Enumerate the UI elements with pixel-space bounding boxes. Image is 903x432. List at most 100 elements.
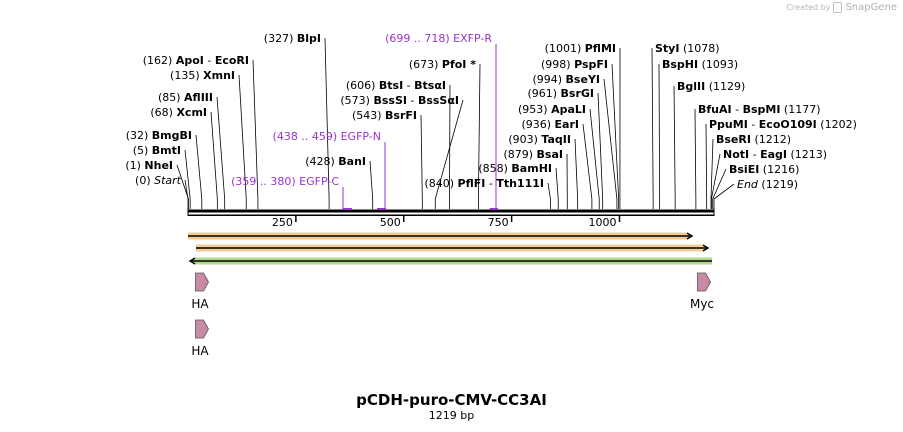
site-label-blpi-part-0: (327): [264, 32, 297, 45]
site-line-bsrfi: [420, 114, 423, 209]
site-label-pspfi-part-0: (998): [541, 58, 574, 71]
site-line-end: [713, 183, 735, 209]
site-label-noti-part-2: EagI: [760, 148, 787, 161]
site-label-bani-part-0: (428): [305, 155, 338, 168]
site-line-xcmi: [210, 111, 218, 209]
site-label-pfoi-part-0: (673): [409, 58, 442, 71]
plasmid-size: 1219 bp: [428, 409, 475, 422]
site-label-bsai: (879) BsaI: [503, 148, 563, 161]
site-label-taqii: (903) TaqII: [508, 133, 571, 146]
credit-brand: SnapGene: [845, 2, 897, 13]
site-line-bsssi: [434, 99, 464, 209]
site-line-bfuai: [694, 108, 697, 209]
site-line-bani: [369, 160, 374, 209]
site-label-bmti-part-1: BmtI: [152, 144, 181, 157]
site-label-afliii-part-1: AflIII: [184, 91, 213, 104]
site-label-bfuai-part-0: BfuAI: [698, 103, 732, 116]
site-label-bsrfi-part-0: (543): [352, 109, 385, 122]
site-label-btsi-part-1: BtsI: [379, 79, 403, 92]
site-line-bmti: [184, 149, 191, 209]
site-label-apoi-part-2: -: [204, 54, 215, 67]
site-label-eari-part-0: (936): [521, 118, 554, 131]
primer-label-exfp-r-part-1: EXFP-R: [453, 32, 492, 45]
site-line-taqii: [574, 138, 579, 209]
site-label-xcmi-part-1: XcmI: [176, 106, 207, 119]
ruler-tick-label-1000: 1000: [589, 216, 617, 229]
site-label-apali-part-1: ApaLI: [551, 103, 586, 116]
site-label-bsssi-part-3: BssSαI: [418, 94, 459, 107]
credit-prefix: Created by: [786, 3, 831, 12]
site-label-noti-part-3: (1213): [787, 148, 827, 161]
primer-label-egfp-c: (359 .. 380) EGFP-C: [231, 175, 339, 188]
site-line-bseri: [710, 138, 714, 209]
site-label-xmni-part-1: XmnI: [203, 69, 235, 82]
site-line-pspfi: [611, 63, 620, 209]
site-label-apoi-part-3: EcoRI: [215, 54, 249, 67]
site-label-ppumi-part-3: (1202): [817, 118, 857, 131]
snapgene-credit: Created by SnapGene: [786, 2, 897, 13]
site-label-apoi-part-1: ApoI: [176, 54, 204, 67]
site-label-bsssi-part-1: BssSI: [373, 94, 407, 107]
site-label-bglii: BglII (1129): [677, 80, 745, 93]
site-label-bseyi: (994) BseYI: [532, 73, 600, 86]
site-label-noti-part-0: NotI: [723, 148, 749, 161]
ruler-tick-label-500: 500: [380, 216, 401, 229]
site-label-bsrgi-part-0: (961): [527, 87, 560, 100]
site-label-afliii: (85) AflIII: [158, 91, 213, 104]
site-label-bseri-part-1: (1212): [751, 133, 791, 146]
site-line-afliii: [216, 96, 226, 209]
feature-orf-forward-2-head: [702, 244, 710, 252]
site-label-btsi-part-3: BtsαI: [414, 79, 446, 92]
site-label-bsai-part-0: (879): [503, 148, 536, 161]
site-label-bsrgi: (961) BsrGI: [527, 87, 594, 100]
site-label-start-part-1: Start: [154, 174, 182, 187]
site-line-bamhi: [555, 167, 559, 209]
site-label-noti: NotI - EagI (1213): [723, 148, 827, 161]
backbone-top-strand: [188, 209, 714, 213]
site-label-bsiei: BsiEI (1216): [729, 163, 799, 176]
site-line-btsi: [449, 84, 451, 209]
site-label-bmti: (5) BmtI: [133, 144, 181, 157]
site-label-afliii-part-0: (85): [158, 91, 184, 104]
site-line-bsiei: [712, 168, 727, 209]
site-label-styi-part-1: (1078): [679, 42, 719, 55]
site-label-bfuai-part-1: -: [732, 103, 743, 116]
site-line-blpi: [324, 37, 330, 209]
tag-feature-ha-0: [195, 272, 209, 292]
backbone-bottom-strand: [188, 214, 714, 216]
site-line-apali: [589, 108, 600, 209]
site-label-bsssi: (573) BssSI - BssSαI: [340, 94, 459, 107]
site-label-blpi-part-1: BlpI: [297, 32, 321, 45]
tag-feature-myc-1: [697, 272, 711, 292]
site-line-apoi: [252, 59, 259, 209]
tag-label-myc-1: Myc: [690, 297, 714, 311]
site-label-bmti-part-0: (5): [133, 144, 152, 157]
site-label-pflmi-part-0: (1001): [545, 42, 585, 55]
site-line-bglii: [673, 85, 676, 209]
site-label-apoi-part-0: (162): [143, 54, 176, 67]
site-line-pflfi: [547, 182, 551, 209]
site-label-btsi-part-2: -: [403, 79, 414, 92]
site-label-bani: (428) BanI: [305, 155, 366, 168]
primer-label-egfp-n: (438 .. 459) EGFP-N: [273, 130, 381, 143]
site-label-bmgbi-part-0: (32): [126, 129, 152, 142]
site-label-pflmi: (1001) PflMI: [545, 42, 616, 55]
site-label-pflfi-part-0: (840): [424, 177, 457, 190]
site-label-bsphi-part-1: (1093): [698, 58, 738, 71]
site-line-pfoi: [478, 63, 481, 209]
site-label-ppumi-part-0: PpuMI: [709, 118, 748, 131]
site-label-bamhi-part-0: (858): [478, 162, 511, 175]
site-line-nhei: [176, 164, 189, 209]
site-label-apali-part-0: (953): [518, 103, 551, 116]
site-label-ppumi-part-1: -: [748, 118, 759, 131]
site-label-bsphi: BspHI (1093): [662, 58, 738, 71]
site-label-taqii-part-0: (903): [508, 133, 541, 146]
site-label-btsi-part-0: (606): [346, 79, 379, 92]
site-label-bfuai-part-3: (1177): [780, 103, 820, 116]
site-label-ppumi: PpuMI - EcoO109I (1202): [709, 118, 857, 131]
site-line-eari: [582, 123, 593, 209]
site-label-bsrgi-part-1: BsrGI: [561, 87, 594, 100]
site-label-ppumi-part-2: EcoO109I: [759, 118, 817, 131]
tag-label-ha-0: HA: [191, 297, 209, 311]
site-label-bseyi-part-1: BseYI: [566, 73, 600, 86]
